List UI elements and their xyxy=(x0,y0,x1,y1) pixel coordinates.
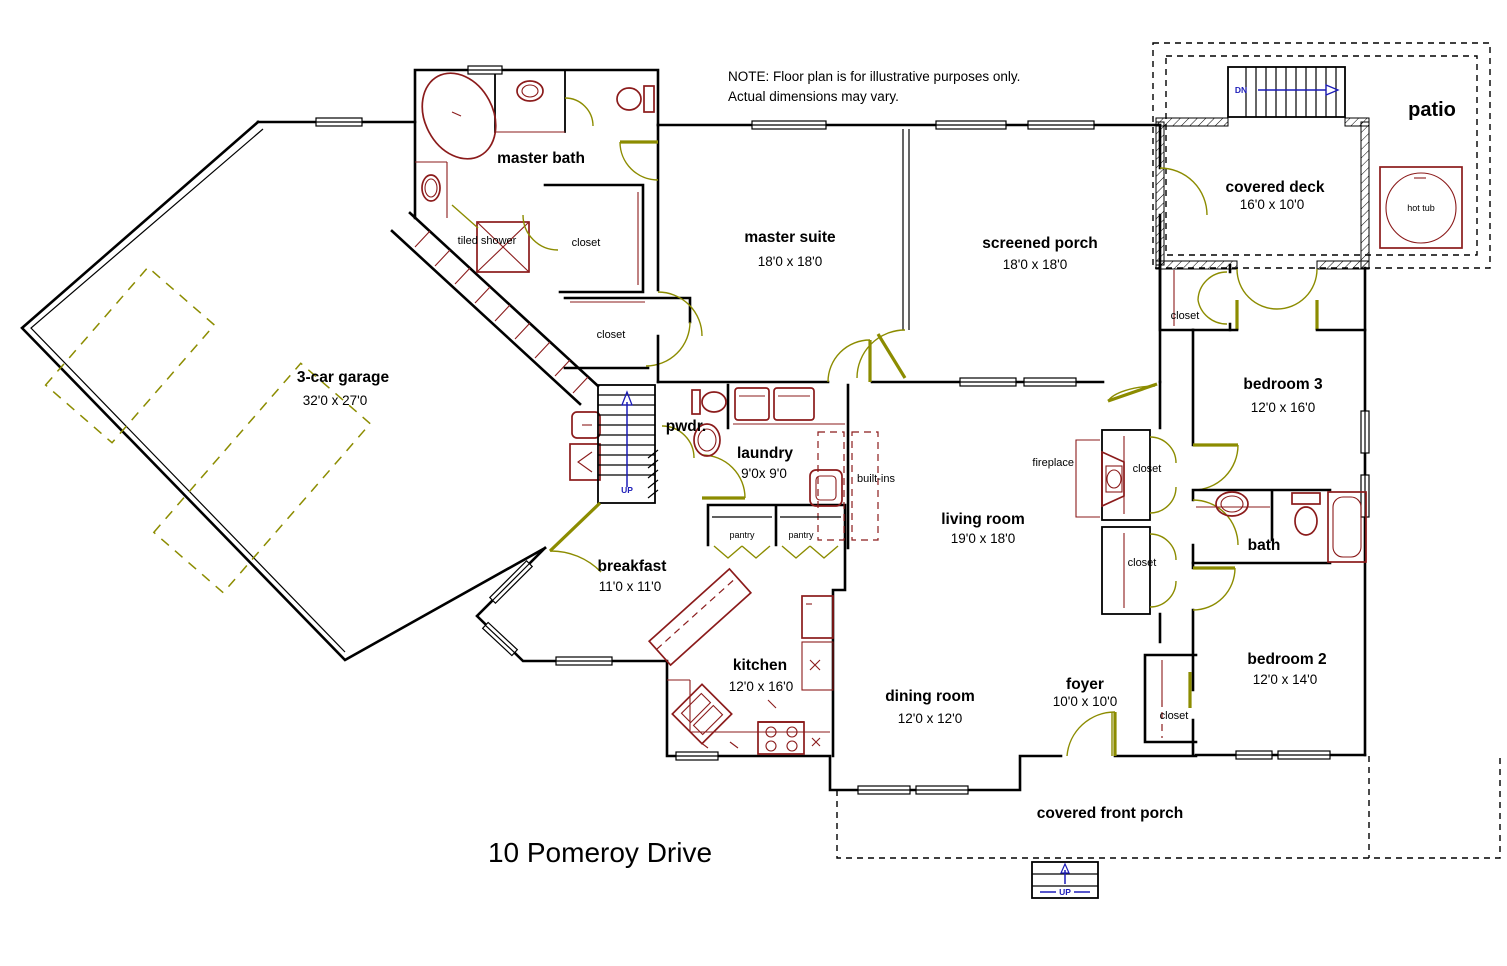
feature-label-closet-master: closet xyxy=(572,237,601,249)
labels: NOTE: Floor plan is for illustrative pur… xyxy=(297,69,1456,868)
room-label-master-suite: master suite xyxy=(744,229,836,246)
room-label-covered-deck: covered deck xyxy=(1225,179,1324,196)
laundry-fixtures xyxy=(733,387,845,425)
feature-label-closet-foyer: closet xyxy=(1160,710,1189,722)
feature-label-tiled-shower: tiled shower xyxy=(458,235,517,247)
porch-window-top-2 xyxy=(1027,120,1095,130)
bath-fixtures xyxy=(1196,491,1367,563)
room-label-front-porch: covered front porch xyxy=(1037,805,1183,822)
room-label-bath: bath xyxy=(1248,537,1281,554)
breakfast-window-3 xyxy=(555,656,613,666)
room-label-dining-room: dining room xyxy=(885,688,975,705)
note-line-1: NOTE: Floor plan is for illustrative pur… xyxy=(728,69,1020,84)
feature-label-pantry-2: pantry xyxy=(788,530,814,540)
breakfast-bay-window-2 xyxy=(481,621,519,657)
master-closets xyxy=(522,183,692,370)
suite-window xyxy=(751,120,827,130)
mudroom-fixtures xyxy=(569,411,601,481)
room-label-master-bath: master bath xyxy=(497,150,585,167)
garage-car-spaces xyxy=(44,266,372,594)
feature-label-closet-living-2: closet xyxy=(1128,557,1157,569)
room-dims-laundry: 9'0x 9'0 xyxy=(741,466,787,481)
patio-outline xyxy=(1152,42,1491,269)
room-dims-kitchen: 12'0 x 16'0 xyxy=(729,679,793,694)
feature-label-closet-hall: closet xyxy=(597,329,626,341)
right-wing-walls xyxy=(1143,263,1370,760)
feature-label-closet-bedroom3: closet xyxy=(1171,310,1200,322)
room-label-kitchen: kitchen xyxy=(733,657,787,674)
room-dims-foyer: 10'0 x 10'0 xyxy=(1053,694,1117,709)
room-label-garage: 3-car garage xyxy=(297,369,390,386)
porch-steps: UP xyxy=(1031,861,1099,899)
hot-tub xyxy=(1379,166,1463,249)
feature-label-closet-living-1: closet xyxy=(1133,463,1162,475)
bedroom2-window-2 xyxy=(1277,750,1331,760)
front-porch: UP xyxy=(836,756,1501,899)
dining-window-2 xyxy=(915,785,969,795)
room-dims-living-room: 19'0 x 18'0 xyxy=(951,531,1015,546)
main-stairs: UP xyxy=(548,384,659,573)
room-dims-garage: 32'0 x 27'0 xyxy=(303,393,367,408)
room-label-bedroom2: bedroom 2 xyxy=(1247,651,1326,668)
master-suite-screened-porch-walls xyxy=(619,120,1208,403)
room-label-bedroom3: bedroom 3 xyxy=(1243,376,1323,393)
note-line-2: Actual dimensions may vary. xyxy=(728,89,899,104)
dining-window-1 xyxy=(857,785,911,795)
feature-label-built-ins: built-ins xyxy=(857,473,895,485)
room-dims-master-suite: 18'0 x 18'0 xyxy=(758,254,822,269)
garage-walls xyxy=(20,117,547,662)
main-stairs-up-label: UP xyxy=(621,485,633,495)
bedroom2-window-1 xyxy=(1235,750,1273,760)
room-label-breakfast: breakfast xyxy=(598,558,667,575)
room-dims-bedroom3: 12'0 x 16'0 xyxy=(1251,400,1315,415)
porch-window-bottom-1 xyxy=(959,377,1017,387)
feature-label-hot-tub: hot tub xyxy=(1407,203,1435,213)
deck-stairs-dn-label: DN xyxy=(1235,85,1247,95)
room-label-screened-porch: screened porch xyxy=(982,235,1097,252)
bedroom3-window-1 xyxy=(1360,410,1370,454)
room-dims-dining-room: 12'0 x 12'0 xyxy=(898,711,962,726)
room-dims-screened-porch: 18'0 x 18'0 xyxy=(1003,257,1067,272)
feature-label-pantry-1: pantry xyxy=(729,530,755,540)
lower-walls xyxy=(475,546,1198,795)
room-label-living-room: living room xyxy=(941,511,1025,528)
plan-title: 10 Pomeroy Drive xyxy=(488,837,712,868)
room-dims-breakfast: 11'0 x 11'0 xyxy=(599,579,661,594)
porch-window-top-1 xyxy=(935,120,1007,130)
porch-window-bottom-2 xyxy=(1023,377,1077,387)
room-label-powder: pwdr. xyxy=(666,418,706,435)
room-label-patio: patio xyxy=(1408,99,1456,121)
hall-closets-fireplace xyxy=(1075,380,1177,644)
master-bath-fixtures xyxy=(415,72,655,218)
room-dims-covered-deck: 16'0 x 10'0 xyxy=(1240,197,1304,212)
kitchen-fixtures xyxy=(647,567,834,755)
tiled-shower xyxy=(390,204,600,406)
pantry-doors xyxy=(712,516,841,559)
room-label-laundry: laundry xyxy=(737,445,793,462)
deck-stairs: DN xyxy=(1227,66,1346,118)
room-dims-bedroom2: 12'0 x 14'0 xyxy=(1253,672,1317,687)
porch-steps-up-label: UP xyxy=(1059,887,1071,897)
master-bath-window xyxy=(467,65,503,75)
breakfast-bay-window-1 xyxy=(488,559,534,605)
built-ins-shelving xyxy=(809,431,879,541)
bedroom3-window-2 xyxy=(1360,474,1370,518)
room-label-foyer: foyer xyxy=(1066,676,1104,693)
feature-label-fireplace: fireplace xyxy=(1032,457,1074,469)
powder-fixtures xyxy=(691,389,727,457)
kitchen-window xyxy=(675,751,719,761)
garage-window xyxy=(315,117,363,127)
